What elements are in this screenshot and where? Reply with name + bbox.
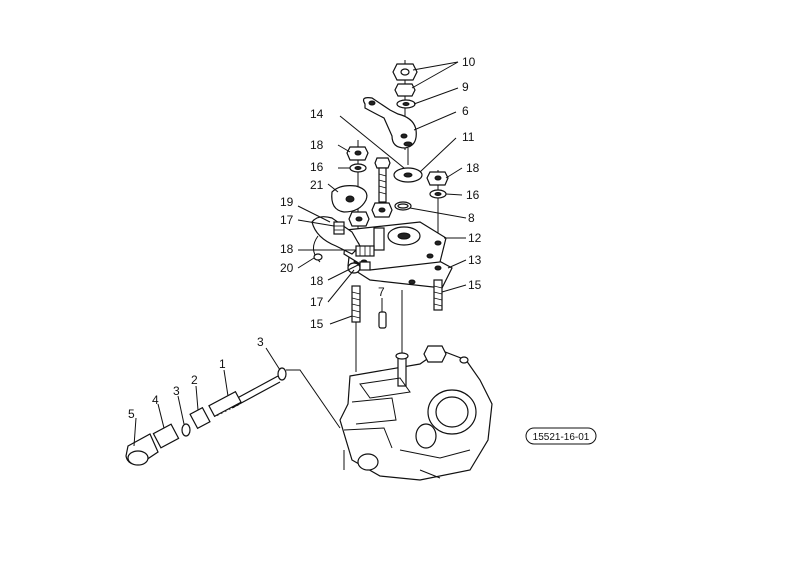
callout-18: 18 <box>310 274 324 288</box>
nut-second <box>394 83 416 97</box>
callout-20: 20 <box>280 261 294 275</box>
callout-18: 18 <box>310 138 324 152</box>
callout-1: 1 <box>219 357 226 371</box>
callout-3: 3 <box>173 384 180 398</box>
callout-10: 10 <box>462 55 476 69</box>
bracket-assembly <box>311 216 385 274</box>
callout-9: 9 <box>462 80 469 94</box>
callout-21: 21 <box>310 178 324 192</box>
callout-19: 19 <box>280 195 294 209</box>
callout-6: 6 <box>462 104 469 118</box>
callout-2: 2 <box>191 373 198 387</box>
engine-housing <box>339 345 493 481</box>
callout-15: 15 <box>310 317 324 331</box>
callout-14: 14 <box>310 107 324 121</box>
side-bolt-assembly <box>125 367 341 466</box>
cover-plate-assembly <box>343 221 453 289</box>
bolt-14 <box>374 157 391 203</box>
studs-15 <box>351 279 443 372</box>
drawing-code: 15521-16-01 <box>533 432 590 443</box>
small-parts <box>348 201 412 227</box>
cover-plate-12 <box>343 221 447 271</box>
callout-16: 16 <box>466 188 480 202</box>
right-nut-stack <box>426 170 449 280</box>
leader-lines <box>133 61 467 447</box>
callout-15: 15 <box>468 278 482 292</box>
callout-4: 4 <box>152 393 159 407</box>
callout-11: 11 <box>462 130 475 144</box>
callout-5: 5 <box>128 407 135 421</box>
callout-8: 8 <box>468 211 475 225</box>
callout-12: 12 <box>468 231 482 245</box>
callout-17: 17 <box>310 295 324 309</box>
callout-3: 3 <box>257 335 264 349</box>
callout-17: 17 <box>280 213 294 227</box>
upper-linkage <box>362 60 423 183</box>
callout-16: 16 <box>310 160 324 174</box>
drawing-code-box: 15521-16-01 <box>525 427 597 445</box>
callout-7: 7 <box>378 285 385 299</box>
pin-7 <box>378 311 387 329</box>
callout-18: 18 <box>466 161 480 175</box>
callout-labels: 10 9 6 14 11 18 16 18 16 21 8 19 17 12 1… <box>128 55 482 421</box>
callout-18: 18 <box>280 242 294 256</box>
callout-13: 13 <box>468 253 482 267</box>
